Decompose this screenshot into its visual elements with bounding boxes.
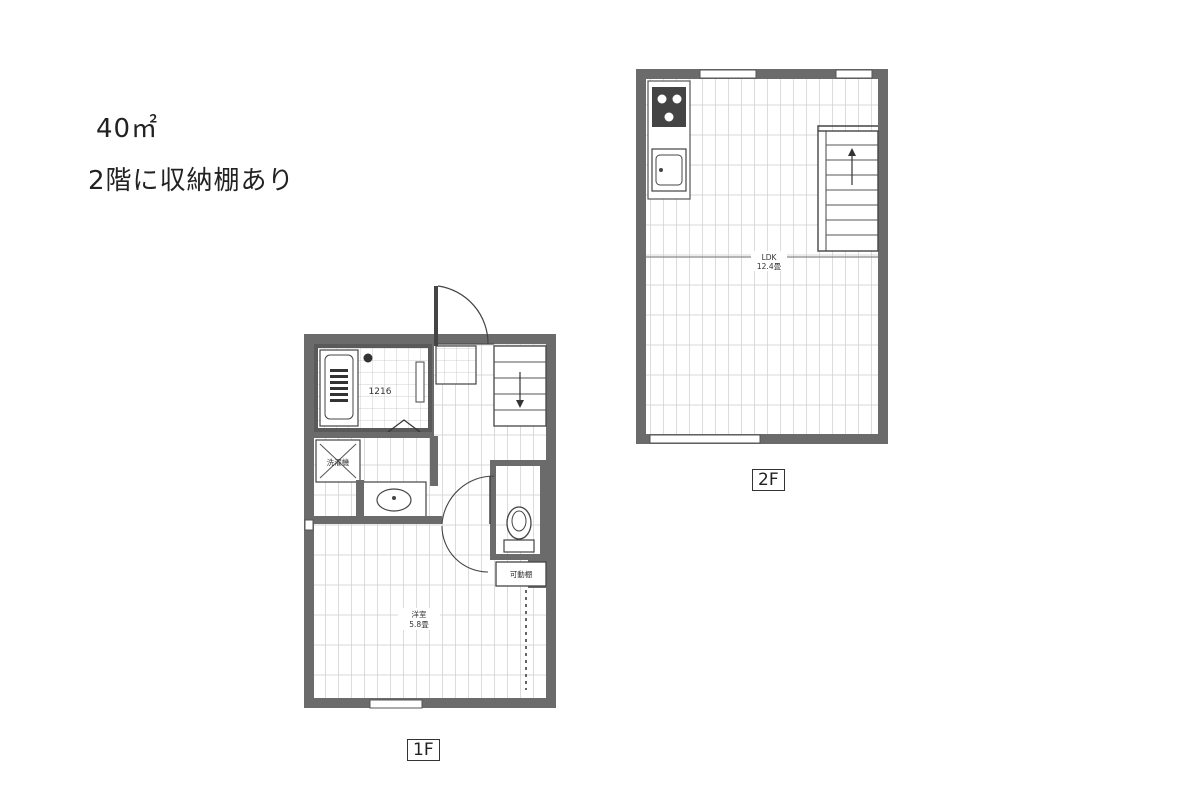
shelf-label: 可動棚: [510, 569, 533, 579]
window-top-right: [835, 69, 873, 79]
first-floor-plan: 1216 洗濯機 可動棚: [304, 285, 556, 709]
room-door-swing: [441, 525, 489, 573]
second-floor-label: 2F: [752, 469, 785, 491]
window-top-left: [699, 69, 757, 79]
stairs-down-arrow-icon: [516, 400, 524, 408]
ldk-room-name: LDK: [762, 253, 778, 262]
movable-shelf: [495, 561, 547, 587]
western-room-name: 洋室: [412, 609, 427, 619]
shower-head-icon: [363, 353, 373, 363]
bath-size-label: 1216: [369, 387, 392, 397]
first-floor-label: 1F: [407, 739, 440, 761]
second-floor-plan: LDK 12.4畳: [636, 69, 888, 444]
second-floor-stairs: [817, 125, 879, 252]
ldk-room-size: 12.4畳: [757, 262, 782, 271]
laundry-label: 洗濯機: [327, 457, 350, 467]
western-room-size: 5.8畳: [409, 620, 429, 629]
stairs-up-arrow-icon: [848, 148, 856, 156]
toilet-door-swing: [441, 475, 495, 525]
entrance-shoe-storage: [435, 345, 477, 385]
entrance-door-swing: [437, 285, 489, 345]
toilet-icon: [506, 506, 532, 540]
floor-area-note: 40㎡: [96, 114, 159, 144]
first-floor-stairs: [493, 345, 547, 427]
storage-note: 2階に収納棚あり: [88, 166, 295, 196]
window-1f-bottom: [369, 699, 423, 709]
window-bottom: [649, 434, 761, 444]
